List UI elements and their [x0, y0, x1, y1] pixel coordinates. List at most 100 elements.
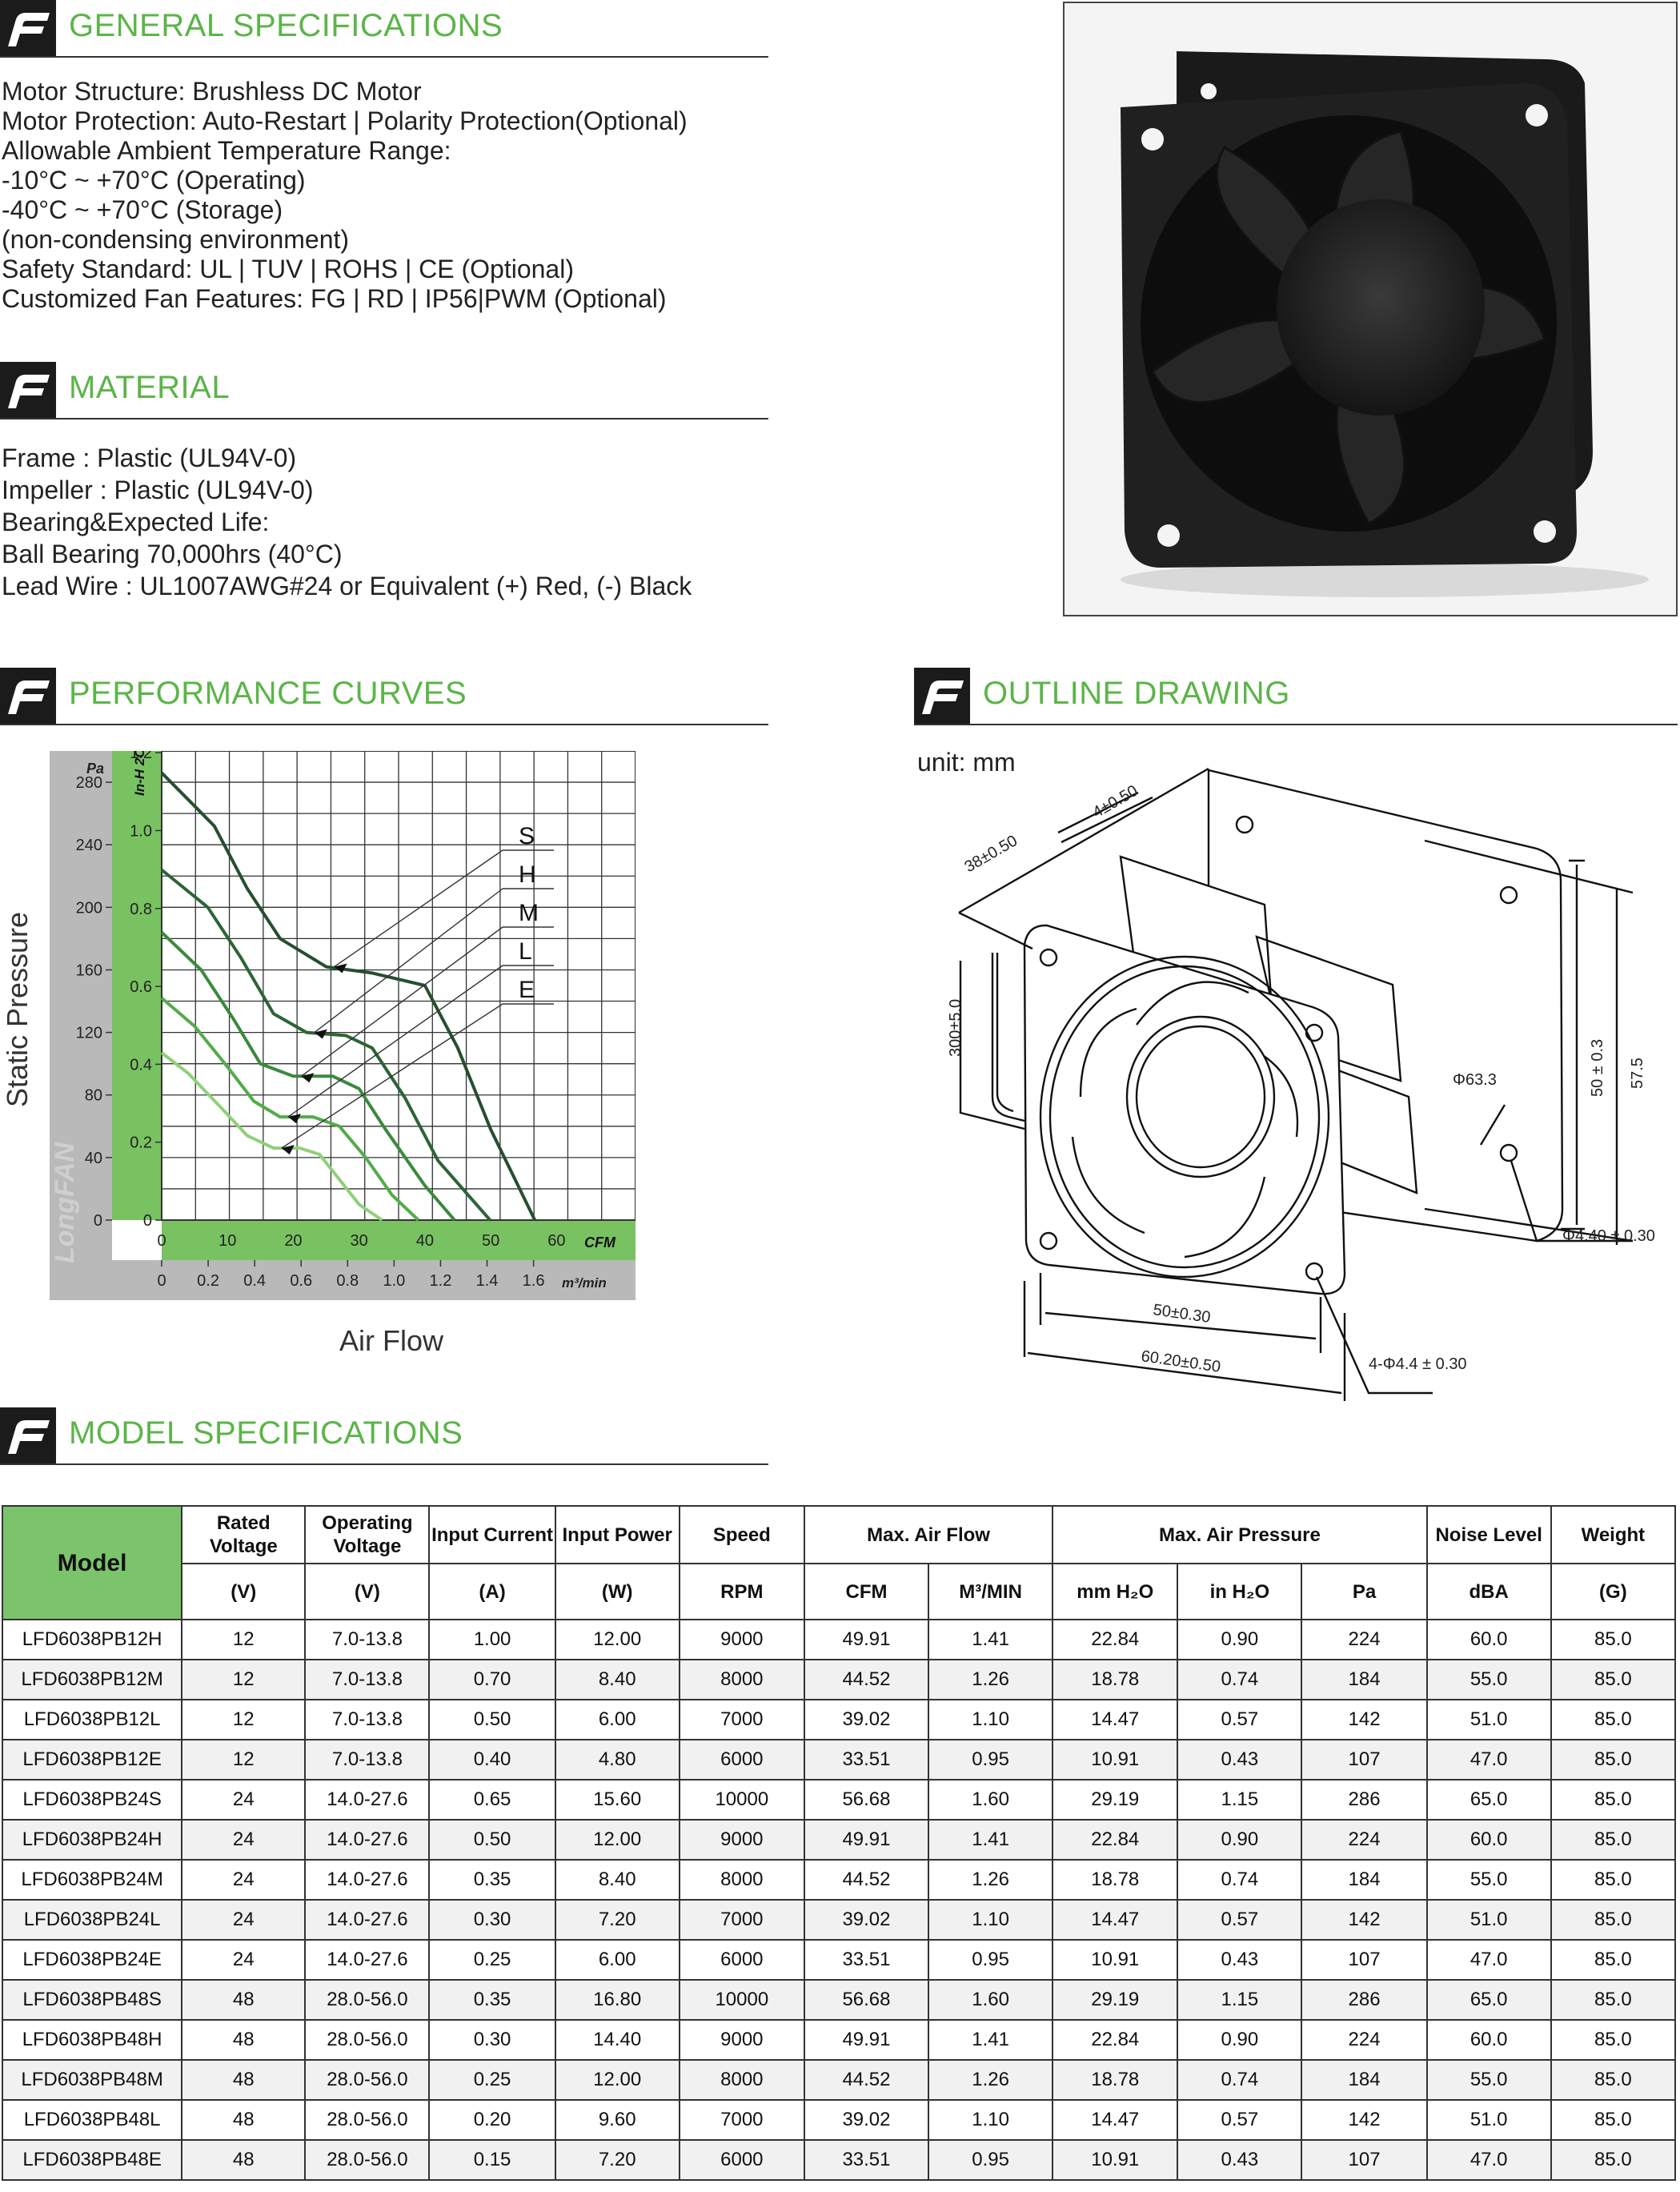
- header-input-power: Input Power: [554, 1505, 680, 1564]
- table-cell: 22.84: [1052, 2019, 1179, 2061]
- table-cell: 6000: [678, 2139, 805, 2181]
- table-cell: 1.10: [928, 1899, 1054, 1941]
- model-cell: LFD6038PB48L: [1, 2099, 183, 2141]
- table-cell: 18.78: [1052, 1659, 1179, 1700]
- series-label: M: [519, 900, 539, 926]
- table-cell: 7000: [678, 2099, 805, 2141]
- m3-unit-label: m³/min: [562, 1275, 607, 1291]
- table-cell: 85.0: [1550, 1899, 1677, 1941]
- dim-hole-dia: Φ4.40 ± 0.30: [1562, 1227, 1655, 1245]
- table-cell: 1.10: [928, 2099, 1054, 2141]
- table-cell: 85.0: [1550, 2139, 1677, 2181]
- table-cell: 8000: [678, 2059, 805, 2101]
- header-operating-voltage: Operating Voltage: [304, 1505, 431, 1564]
- table-cell: 1.41: [928, 1819, 1054, 1861]
- table-cell: 7.0-13.8: [304, 1699, 431, 1740]
- table-cell: 107: [1301, 1739, 1428, 1780]
- table-cell: 85.0: [1550, 2099, 1677, 2141]
- table-cell: 8000: [678, 1659, 805, 1700]
- table-cell: 286: [1301, 1979, 1428, 2021]
- m3-tick-label: 0.4: [243, 1272, 266, 1290]
- material-spec-list: Frame : Plastic (UL94V-0) Impeller : Pla…: [2, 442, 692, 602]
- m3-tick-label: 1.4: [476, 1272, 499, 1290]
- header-noise-level: Noise Level: [1425, 1505, 1552, 1564]
- table-cell: 1.41: [928, 1619, 1054, 1660]
- table-cell: 16.80: [554, 1979, 680, 2021]
- table-cell: 0.57: [1177, 2099, 1303, 2141]
- table-cell: 14.40: [554, 2019, 680, 2061]
- series-line-h: [160, 868, 491, 1222]
- table-cell: 85.0: [1550, 1779, 1677, 1821]
- unit-label: unit: mm: [917, 748, 1016, 777]
- spec-line: Safety Standard: UL | TUV | ROHS | CE (O…: [2, 255, 574, 283]
- table-cell: 1.10: [928, 1699, 1054, 1740]
- cfm-tick-label: 20: [284, 1232, 302, 1250]
- header-max-air-pressure: Max. Air Pressure: [1052, 1505, 1428, 1564]
- unit-header: M³/MIN: [928, 1563, 1054, 1620]
- chart-grid: [162, 751, 636, 1220]
- table-cell: 10.91: [1052, 1739, 1179, 1780]
- series-label: E: [519, 977, 535, 1003]
- table-cell: 48: [181, 2059, 307, 2101]
- cfm-tick-label: 60: [547, 1232, 565, 1250]
- table-cell: 7000: [678, 1899, 805, 1941]
- section-rule: [0, 1463, 768, 1465]
- table-cell: 142: [1301, 1699, 1428, 1740]
- fan-photo-icon: [1065, 3, 1676, 615]
- spec-line: Motor Protection: Auto-Restart | Polarit…: [2, 106, 688, 135]
- table-cell: 142: [1301, 2099, 1428, 2141]
- table-cell: 44.52: [803, 2059, 930, 2101]
- table-cell: 0.74: [1177, 2059, 1303, 2101]
- table-cell: 33.51: [803, 1939, 930, 1981]
- table-cell: 24: [181, 1859, 307, 1901]
- pa-tick-label: 200: [76, 899, 102, 917]
- section-header-material: MATERIAL: [0, 362, 768, 420]
- unit-header: dBA: [1425, 1563, 1552, 1620]
- table-cell: 224: [1301, 1619, 1428, 1660]
- table-cell: 28.0-56.0: [304, 1979, 431, 2021]
- table-cell: 14.47: [1052, 2099, 1179, 2141]
- model-cell: LFD6038PB12H: [1, 1619, 183, 1660]
- section-rule: [0, 418, 768, 420]
- table-cell: 0.74: [1177, 1659, 1303, 1700]
- table-cell: 8.40: [554, 1859, 680, 1901]
- table-cell: 24: [181, 1899, 307, 1941]
- table-cell: 55.0: [1425, 2059, 1552, 2101]
- table-cell: 0.15: [428, 2139, 556, 2181]
- leader-arrow: [288, 1114, 301, 1124]
- general-spec-list: Motor Structure: Brushless DC Motor Moto…: [2, 77, 688, 314]
- model-cell: LFD6038PB24M: [1, 1859, 183, 1901]
- table-cell: 48: [181, 1979, 307, 2021]
- dim-depth: 38±0.50: [962, 832, 1020, 876]
- inh2o-tick-label: 1.2: [130, 751, 152, 762]
- header-input-current: Input Current: [428, 1505, 556, 1564]
- leader-line: [301, 926, 503, 1077]
- table-cell: 8000: [678, 1859, 805, 1901]
- table-cell: 60.0: [1425, 1619, 1552, 1660]
- table-cell: 184: [1301, 2059, 1428, 2101]
- leader-arrow: [314, 1029, 327, 1039]
- section-header-performance: PERFORMANCE CURVES: [0, 668, 768, 725]
- x-axis-title: Air Flow: [339, 1324, 444, 1357]
- model-cell: LFD6038PB48E: [1, 2139, 183, 2181]
- cfm-axis-band: [162, 1220, 636, 1260]
- table-cell: 85.0: [1550, 2019, 1677, 2061]
- table-cell: 28.0-56.0: [304, 2139, 431, 2181]
- leader-arrow: [301, 1073, 315, 1083]
- table-cell: 14.0-27.6: [304, 1779, 431, 1821]
- table-cell: 224: [1301, 1819, 1428, 1861]
- table-cell: 107: [1301, 1939, 1428, 1981]
- table-cell: 10000: [678, 1779, 805, 1821]
- table-cell: 0.35: [428, 1859, 556, 1901]
- table-cell: 0.90: [1177, 2019, 1303, 2061]
- section-rule: [0, 56, 768, 58]
- table-cell: 1.26: [928, 1859, 1054, 1901]
- header-max-air-flow: Max. Air Flow: [803, 1505, 1054, 1564]
- f-logo-icon: [0, 0, 56, 56]
- table-cell: 85.0: [1550, 1939, 1677, 1981]
- spec-line: Bearing&Expected Life:: [2, 508, 270, 536]
